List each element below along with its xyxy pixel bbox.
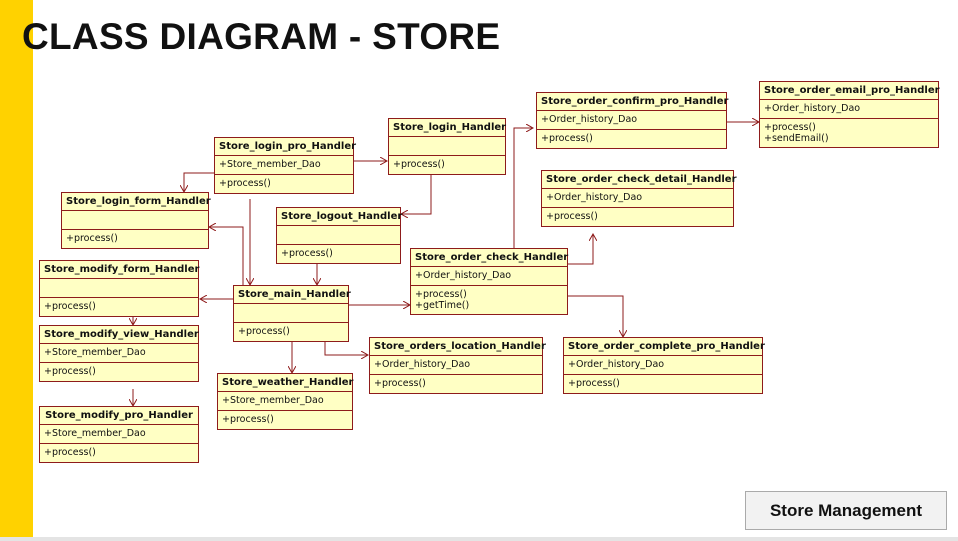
class-store-login-pro-handler: Store_login_pro_Handler +Store_member_Da…: [214, 137, 356, 194]
method: +process(): [546, 211, 598, 222]
class-name: Store_order_complete_pro_Handler: [564, 338, 765, 356]
attributes-section: [234, 304, 348, 323]
attributes-section: [389, 137, 505, 156]
store-management-button[interactable]: Store Management: [745, 491, 947, 530]
class-name: Store_main_Handler: [234, 286, 351, 304]
methods-section: +process(): [542, 208, 733, 226]
class-store-order-check-detail-handler: Store_order_check_detail_Handler +Order_…: [541, 170, 737, 227]
methods-section: +process(): [40, 298, 198, 316]
bottom-divider: [0, 537, 958, 541]
attribute: +Order_history_Dao: [415, 270, 512, 281]
attributes-section: +Order_history_Dao: [411, 267, 567, 286]
accent-bar: [0, 0, 33, 541]
class-store-order-confirm-pro-handler: Store_order_confirm_pro_Handler +Order_h…: [536, 92, 728, 149]
methods-section: +process(): [234, 323, 348, 341]
class-name: Store_weather_Handler: [218, 374, 353, 392]
method: +process(): [66, 233, 118, 244]
method: +process(): [568, 378, 620, 389]
methods-section: +process(): [389, 156, 505, 174]
method: +process(): [238, 326, 290, 337]
class-name: Store_login_form_Handler: [62, 193, 211, 211]
methods-section: +process(): [62, 230, 208, 248]
attributes-section: [277, 226, 400, 245]
attribute: +Order_history_Dao: [764, 103, 861, 114]
method: +process(): [541, 133, 593, 144]
methods-section: +process(): [564, 375, 762, 393]
class-store-modify-view-handler: Store_modify_view_Handler +Store_member_…: [39, 325, 199, 382]
link-order-check-to-confirm-pro: [513, 128, 533, 248]
method: +process(): [44, 366, 96, 377]
attribute: +Order_history_Dao: [541, 114, 638, 125]
attributes-section: [40, 279, 198, 298]
class-name: Store_order_check_Handler: [411, 249, 568, 267]
methods-section: +process(): [277, 245, 400, 263]
class-store-login-form-handler: Store_login_form_Handler +process(): [61, 192, 211, 249]
class-store-order-complete-pro-handler: Store_order_complete_pro_Handler +Order_…: [563, 337, 765, 394]
link-order-check-to-check-detail: [568, 234, 593, 265]
method: +process(): [222, 414, 274, 425]
attribute: +Order_history_Dao: [546, 192, 643, 203]
attributes-section: +Order_history_Dao: [537, 111, 726, 130]
link-login-to-logout: [401, 170, 432, 214]
class-name: Store_modify_pro_Handler: [40, 407, 198, 425]
attribute: +Store_member_Dao: [222, 395, 324, 406]
methods-section: +process(): [218, 411, 352, 429]
link-main-to-login-form: [209, 227, 244, 285]
attribute: +Store_member_Dao: [219, 159, 321, 170]
class-name: Store_order_check_detail_Handler: [542, 171, 737, 189]
attributes-section: +Store_member_Dao: [40, 425, 198, 444]
class-name: Store_order_email_pro_Handler: [760, 82, 940, 100]
class-store-modify-pro-handler: Store_modify_pro_Handler +Store_member_D…: [39, 406, 199, 463]
class-name: Store_modify_form_Handler: [40, 261, 199, 279]
attributes-section: +Store_member_Dao: [218, 392, 352, 411]
attribute: +Store_member_Dao: [44, 347, 146, 358]
method: +process(): [393, 159, 445, 170]
method: +process(): [44, 301, 96, 312]
method: +process(): [374, 378, 426, 389]
methods-section: +process() +sendEmail(): [760, 119, 938, 147]
link-order-check-to-complete-pro: [568, 295, 623, 337]
method: +process(): [281, 248, 333, 259]
link-main-to-orders-location: [324, 337, 368, 355]
class-name: Store_modify_view_Handler: [40, 326, 199, 344]
class-name: Store_orders_location_Handler: [370, 338, 546, 356]
attributes-section: +Order_history_Dao: [760, 100, 938, 119]
class-store-modify-form-handler: Store_modify_form_Handler +process(): [39, 260, 199, 317]
method: +process(): [219, 178, 271, 189]
attribute: +Order_history_Dao: [568, 359, 665, 370]
methods-section: +process(): [537, 130, 726, 148]
class-store-orders-location-handler: Store_orders_location_Handler +Order_his…: [369, 337, 546, 394]
attributes-section: +Store_member_Dao: [40, 344, 198, 363]
methods-section: +process(): [215, 175, 353, 193]
attributes-section: +Order_history_Dao: [370, 356, 542, 375]
class-store-weather-handler: Store_weather_Handler +Store_member_Dao …: [217, 373, 353, 430]
class-store-login-handler: Store_login_Handler +process(): [388, 118, 506, 175]
methods-section: +process(): [370, 375, 542, 393]
method: +sendEmail(): [764, 133, 829, 144]
class-store-order-check-handler: Store_order_check_Handler +Order_history…: [410, 248, 568, 315]
class-store-logout-handler: Store_logout_Handler +process(): [276, 207, 402, 264]
class-name: Store_login_pro_Handler: [215, 138, 356, 156]
attributes-section: +Store_member_Dao: [215, 156, 353, 175]
class-store-order-email-pro-handler: Store_order_email_pro_Handler +Order_his…: [759, 81, 940, 148]
attribute: +Order_history_Dao: [374, 359, 471, 370]
class-name: Store_logout_Handler: [277, 208, 402, 226]
class-store-main-handler: Store_main_Handler +process(): [233, 285, 351, 342]
class-name: Store_order_confirm_pro_Handler: [537, 93, 728, 111]
link-login-pro-to-login-form: [184, 172, 215, 192]
method: +process(): [764, 122, 816, 133]
method: +process(): [44, 447, 96, 458]
methods-section: +process(): [40, 363, 198, 381]
class-name: Store_login_Handler: [389, 119, 506, 137]
method: +process(): [415, 289, 467, 300]
attribute: +Store_member_Dao: [44, 428, 146, 439]
slide-title: CLASS DIAGRAM - STORE: [22, 16, 501, 57]
methods-section: +process() +getTime(): [411, 286, 567, 314]
attributes-section: +Order_history_Dao: [542, 189, 733, 208]
attributes-section: [62, 211, 208, 230]
methods-section: +process(): [40, 444, 198, 462]
method: +getTime(): [415, 300, 470, 311]
attributes-section: +Order_history_Dao: [564, 356, 762, 375]
